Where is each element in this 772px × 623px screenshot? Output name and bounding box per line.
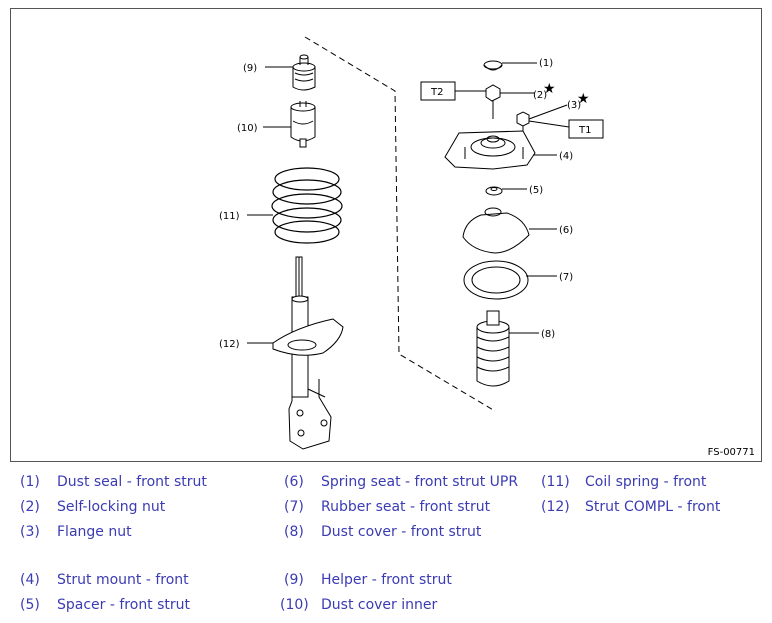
callout-1: (1) [539, 58, 553, 69]
exploded-diagram: (9) (10) (11) (12) (1) (2) (3) (4) (5) (… [10, 8, 762, 462]
legend-number: (11) [541, 474, 570, 490]
leader-lines [247, 62, 570, 344]
strut-part [272, 256, 344, 450]
legend-item-12: (12) Strut COMPL - front [541, 499, 720, 515]
torque-label-t2: T2 [430, 87, 443, 98]
torque-label-t1: T1 [578, 125, 591, 136]
legend-text: Strut mount - front [57, 572, 189, 588]
helper-part [292, 54, 316, 91]
dust-seal-part [483, 60, 503, 71]
legend-number: (1) [20, 474, 40, 490]
dust-cover-part [476, 310, 510, 387]
legend-text: Spring seat - front strut UPR [321, 474, 519, 490]
legend-number: (6) [284, 474, 304, 490]
spring-seat-part [462, 207, 530, 254]
legend-item-7: (7) Rubber seat - front strut [284, 499, 490, 515]
legend-number: (5) [20, 597, 40, 613]
callout-10: (10) [237, 123, 258, 134]
legend-item-4: (4) Strut mount - front [20, 572, 189, 588]
rubber-seat-part [463, 260, 529, 300]
legend-text: Rubber seat - front strut [321, 499, 491, 515]
torque-box-t2 [420, 81, 456, 101]
dust-cover-inner-part [290, 101, 316, 148]
legend-item-2: (2) Self-locking nut [20, 499, 165, 515]
legend-item-8: (8) Dust cover - front strut [284, 524, 481, 540]
legend-item-9: (9) Helper - front strut [284, 572, 452, 588]
strut-mount-part [444, 130, 536, 170]
legend-item-6: (6) Spring seat - front strut UPR [284, 474, 518, 490]
legend-number: (7) [284, 499, 304, 515]
callout-7: (7) [559, 272, 573, 283]
spacer-part [485, 186, 503, 196]
callout-2: (2) [533, 90, 547, 101]
self-locking-nut-part [485, 84, 501, 119]
parts-legend: (1) Dust seal - front strut (2) Self-loc… [0, 466, 772, 623]
alignment-lines [304, 36, 496, 412]
callout-8: (8) [541, 329, 555, 340]
legend-number: (2) [20, 499, 40, 515]
legend-text: Helper - front strut [321, 572, 452, 588]
legend-number: (4) [20, 572, 40, 588]
torque-box-t1 [568, 119, 604, 139]
legend-number: (12) [541, 499, 570, 515]
legend-text: Spacer - front strut [57, 597, 191, 613]
legend-text: Dust cover inner [321, 597, 438, 613]
callout-3: (3) [567, 100, 581, 111]
callout-6: (6) [559, 225, 573, 236]
legend-text: Self-locking nut [57, 499, 166, 515]
legend-number: (9) [284, 572, 304, 588]
callout-11: (11) [219, 211, 240, 222]
legend-item-5: (5) Spacer - front strut [20, 597, 190, 613]
legend-text: Strut COMPL - front [585, 499, 721, 515]
legend-text: Dust cover - front strut [321, 524, 482, 540]
callout-4: (4) [559, 151, 573, 162]
callout-9: (9) [243, 63, 257, 74]
legend-item-1: (1) Dust seal - front strut [20, 474, 207, 490]
legend-item-3: (3) Flange nut [20, 524, 132, 540]
coil-spring-part [271, 167, 343, 244]
legend-number: (8) [284, 524, 304, 540]
figure-code: FS-00771 [707, 447, 755, 458]
star-icon: ★ [543, 81, 556, 97]
callout-12: (12) [219, 339, 240, 350]
star-icon: ★ [577, 91, 590, 107]
legend-number: (10) [280, 597, 309, 613]
legend-text: Coil spring - front [585, 474, 707, 490]
legend-text: Flange nut [57, 524, 132, 540]
diagram-canvas: (9) (10) (11) (12) (1) (2) (3) (4) (5) (… [219, 36, 604, 450]
legend-item-10: (10) Dust cover inner [280, 597, 437, 613]
callout-5: (5) [529, 185, 543, 196]
legend-number: (3) [20, 524, 40, 540]
legend-text: Dust seal - front strut [57, 474, 207, 490]
legend-item-11: (11) Coil spring - front [541, 474, 706, 490]
